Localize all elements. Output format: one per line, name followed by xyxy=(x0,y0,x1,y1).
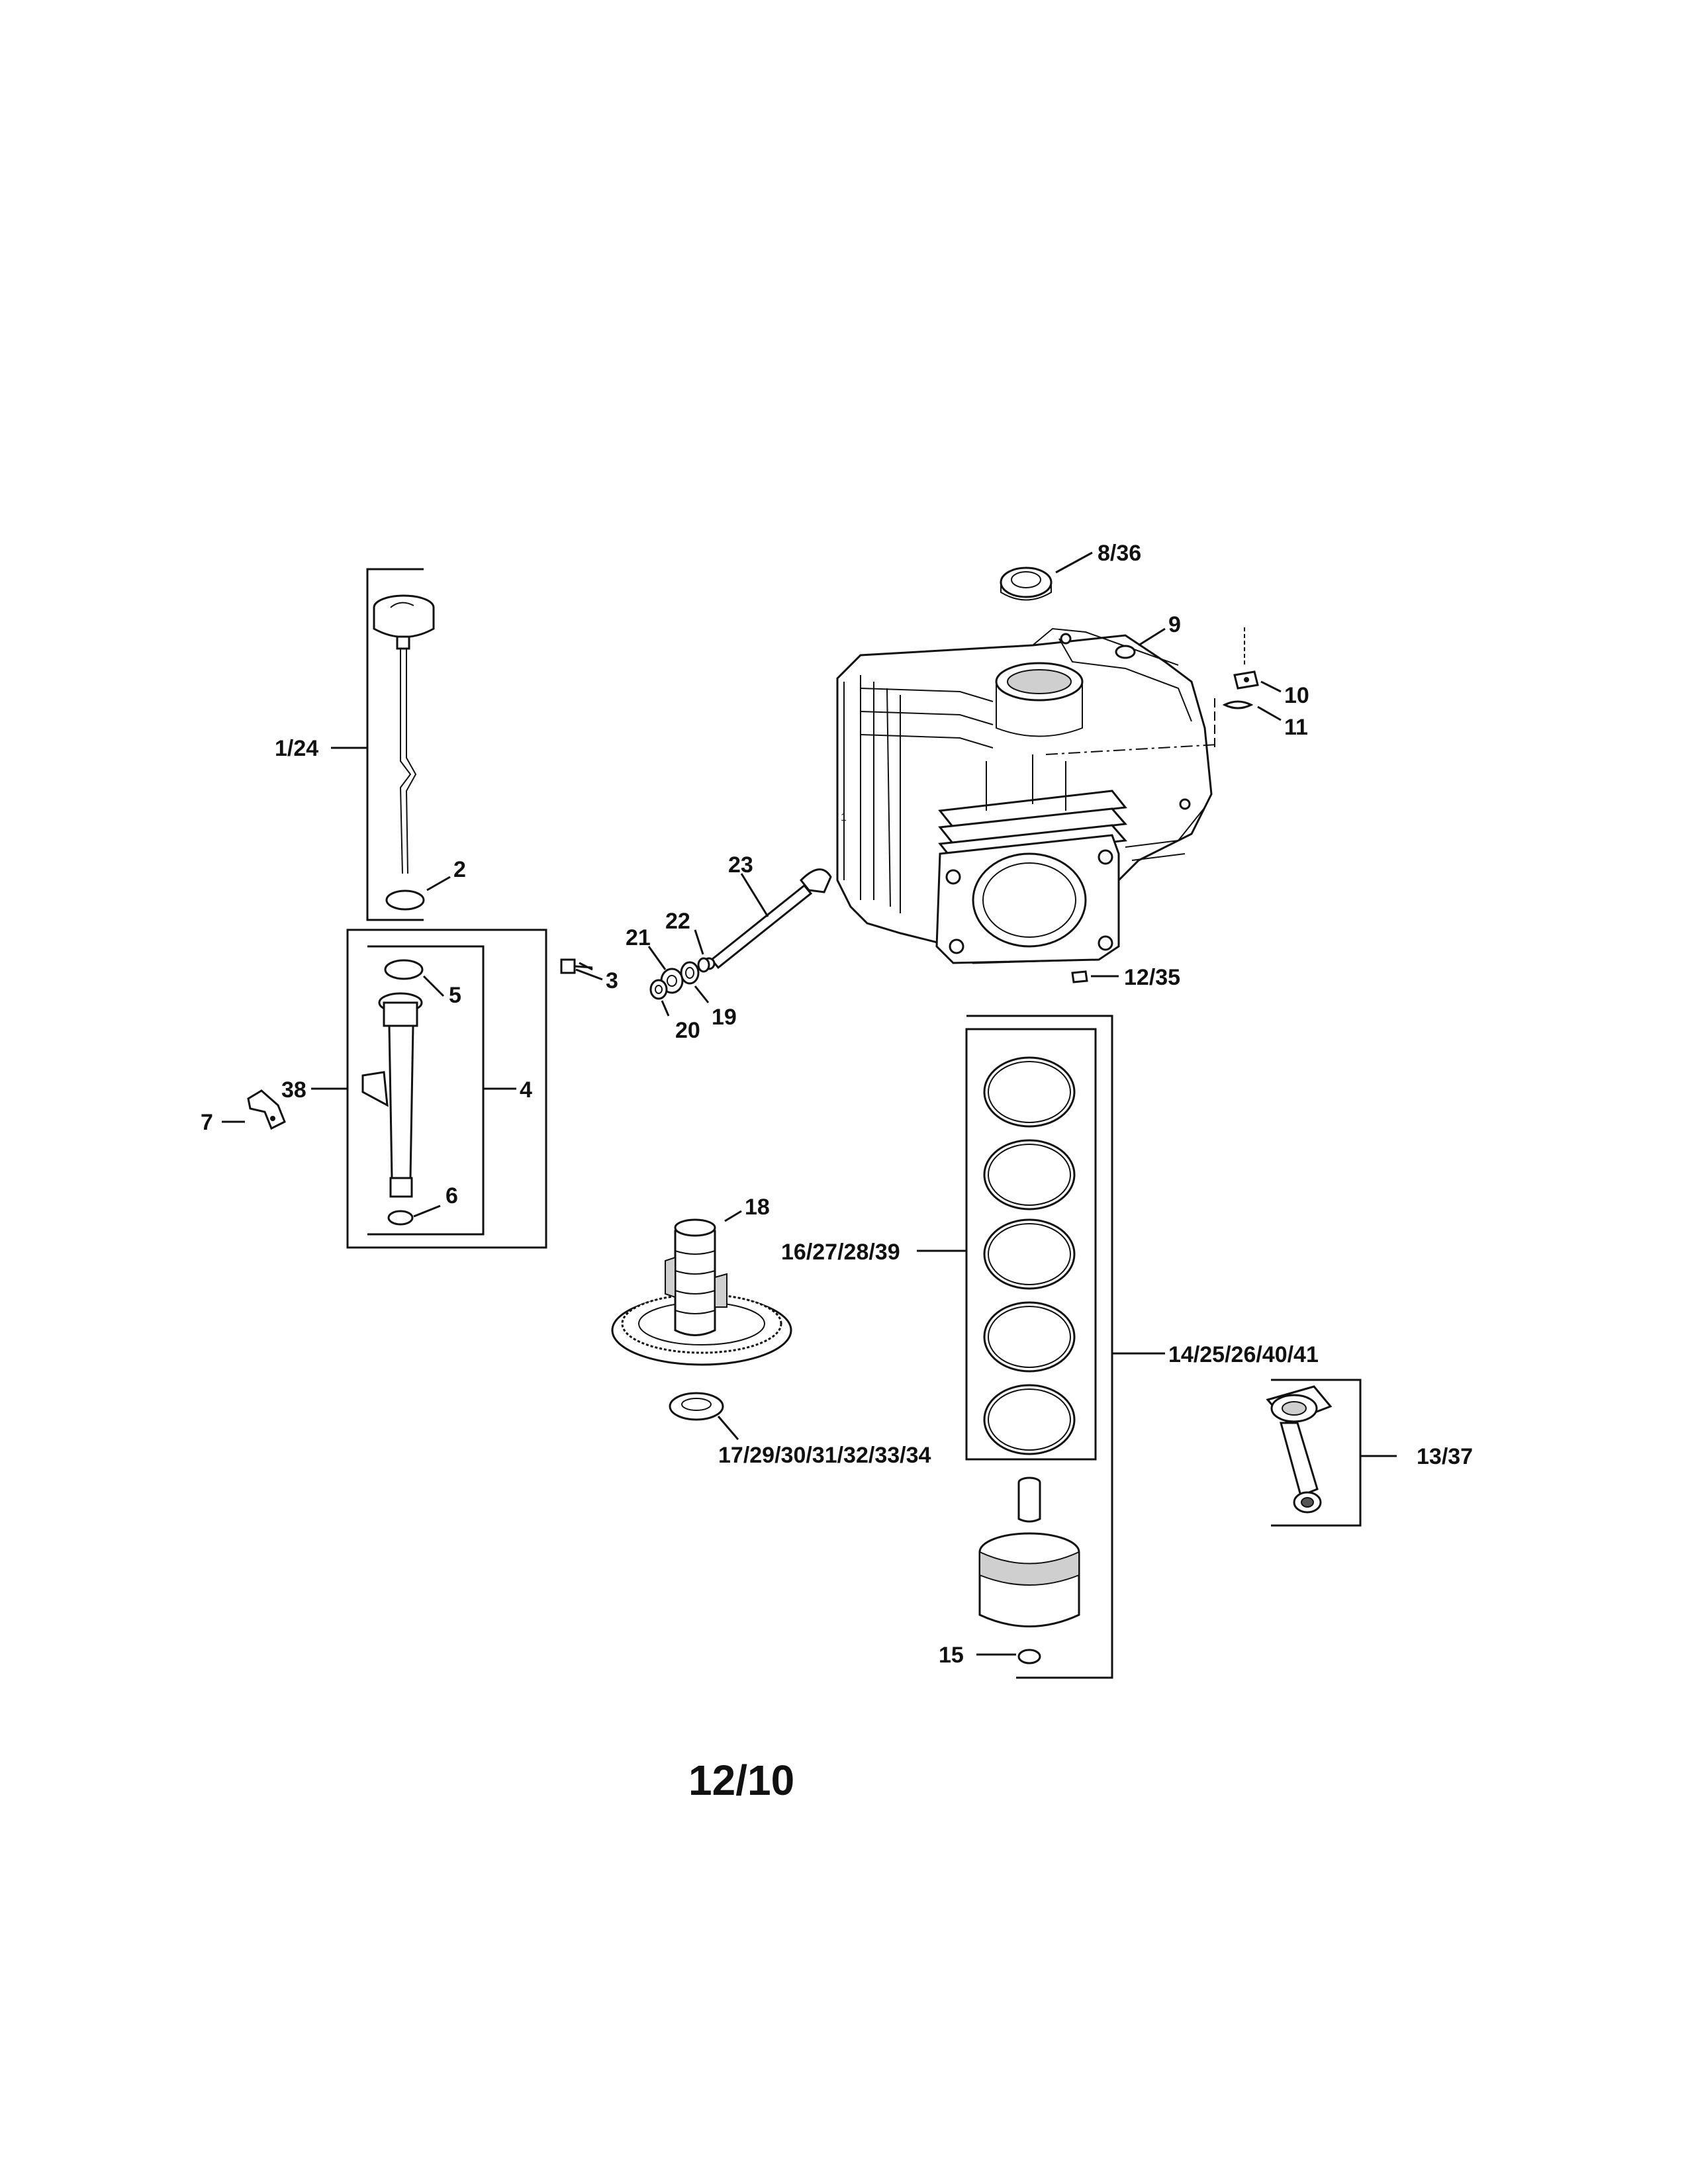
pin-parts-10-11 xyxy=(1222,627,1282,721)
crankcase-block: 1 xyxy=(836,627,1219,964)
callout-22: 22 xyxy=(665,909,690,934)
bracket-piston-outer xyxy=(966,1015,1113,1679)
screw-part-3 xyxy=(560,958,603,981)
callout-7: 7 xyxy=(201,1110,213,1135)
callout-15: 15 xyxy=(939,1643,964,1668)
camshaft-assembly xyxy=(611,1210,792,1440)
diagram-code: 12/10 xyxy=(688,1756,794,1804)
callout-1-24: 1/24 xyxy=(275,736,318,761)
callout-5: 5 xyxy=(449,983,461,1008)
callout-labels: 1/24 2 3 4 5 6 7 38 8/36 9 10 11 12/35 2… xyxy=(201,541,1473,1668)
plug-part-9 xyxy=(1115,627,1166,659)
bracket-part-7 xyxy=(222,1089,286,1130)
callout-14-25-26-40-41: 14/25/26/40/41 xyxy=(1168,1342,1319,1367)
dipstick-tube-assembly xyxy=(311,929,547,1249)
seal-part-8-36 xyxy=(1000,551,1093,601)
callout-8-36: 8/36 xyxy=(1098,541,1141,566)
callout-4: 4 xyxy=(520,1077,532,1103)
callout-13-37: 13/37 xyxy=(1417,1444,1473,1469)
callout-21: 21 xyxy=(626,925,651,950)
callout-18: 18 xyxy=(745,1195,770,1220)
dipstick-assembly xyxy=(331,568,451,921)
bracket-inner-tube xyxy=(367,945,485,1236)
svg-text:1: 1 xyxy=(841,812,847,823)
callout-3: 3 xyxy=(606,968,618,993)
bracket-rod xyxy=(1271,1379,1362,1527)
connecting-rod-assembly xyxy=(1266,1379,1397,1527)
callout-12-35: 12/35 xyxy=(1124,965,1180,990)
part-12-35 xyxy=(1071,970,1119,983)
callout-2: 2 xyxy=(453,857,466,882)
callout-38: 38 xyxy=(281,1077,306,1103)
piston-assembly xyxy=(917,1015,1165,1679)
box-rings xyxy=(965,1028,1097,1461)
callout-19: 19 xyxy=(712,1005,737,1030)
breather-parts xyxy=(647,868,832,1017)
callout-11: 11 xyxy=(1284,715,1308,740)
callout-6: 6 xyxy=(445,1183,458,1208)
o-ring-2 xyxy=(385,889,425,911)
callout-10: 10 xyxy=(1284,683,1309,708)
rings xyxy=(983,1056,1076,1455)
callout-17-29-34: 17/29/30/31/32/33/34 xyxy=(718,1443,931,1468)
callout-16-27-28-39: 16/27/28/39 xyxy=(781,1240,900,1265)
callout-23: 23 xyxy=(728,852,753,878)
callout-20: 20 xyxy=(675,1018,700,1043)
callout-9: 9 xyxy=(1168,612,1181,637)
bracket-dipstick xyxy=(366,568,424,921)
